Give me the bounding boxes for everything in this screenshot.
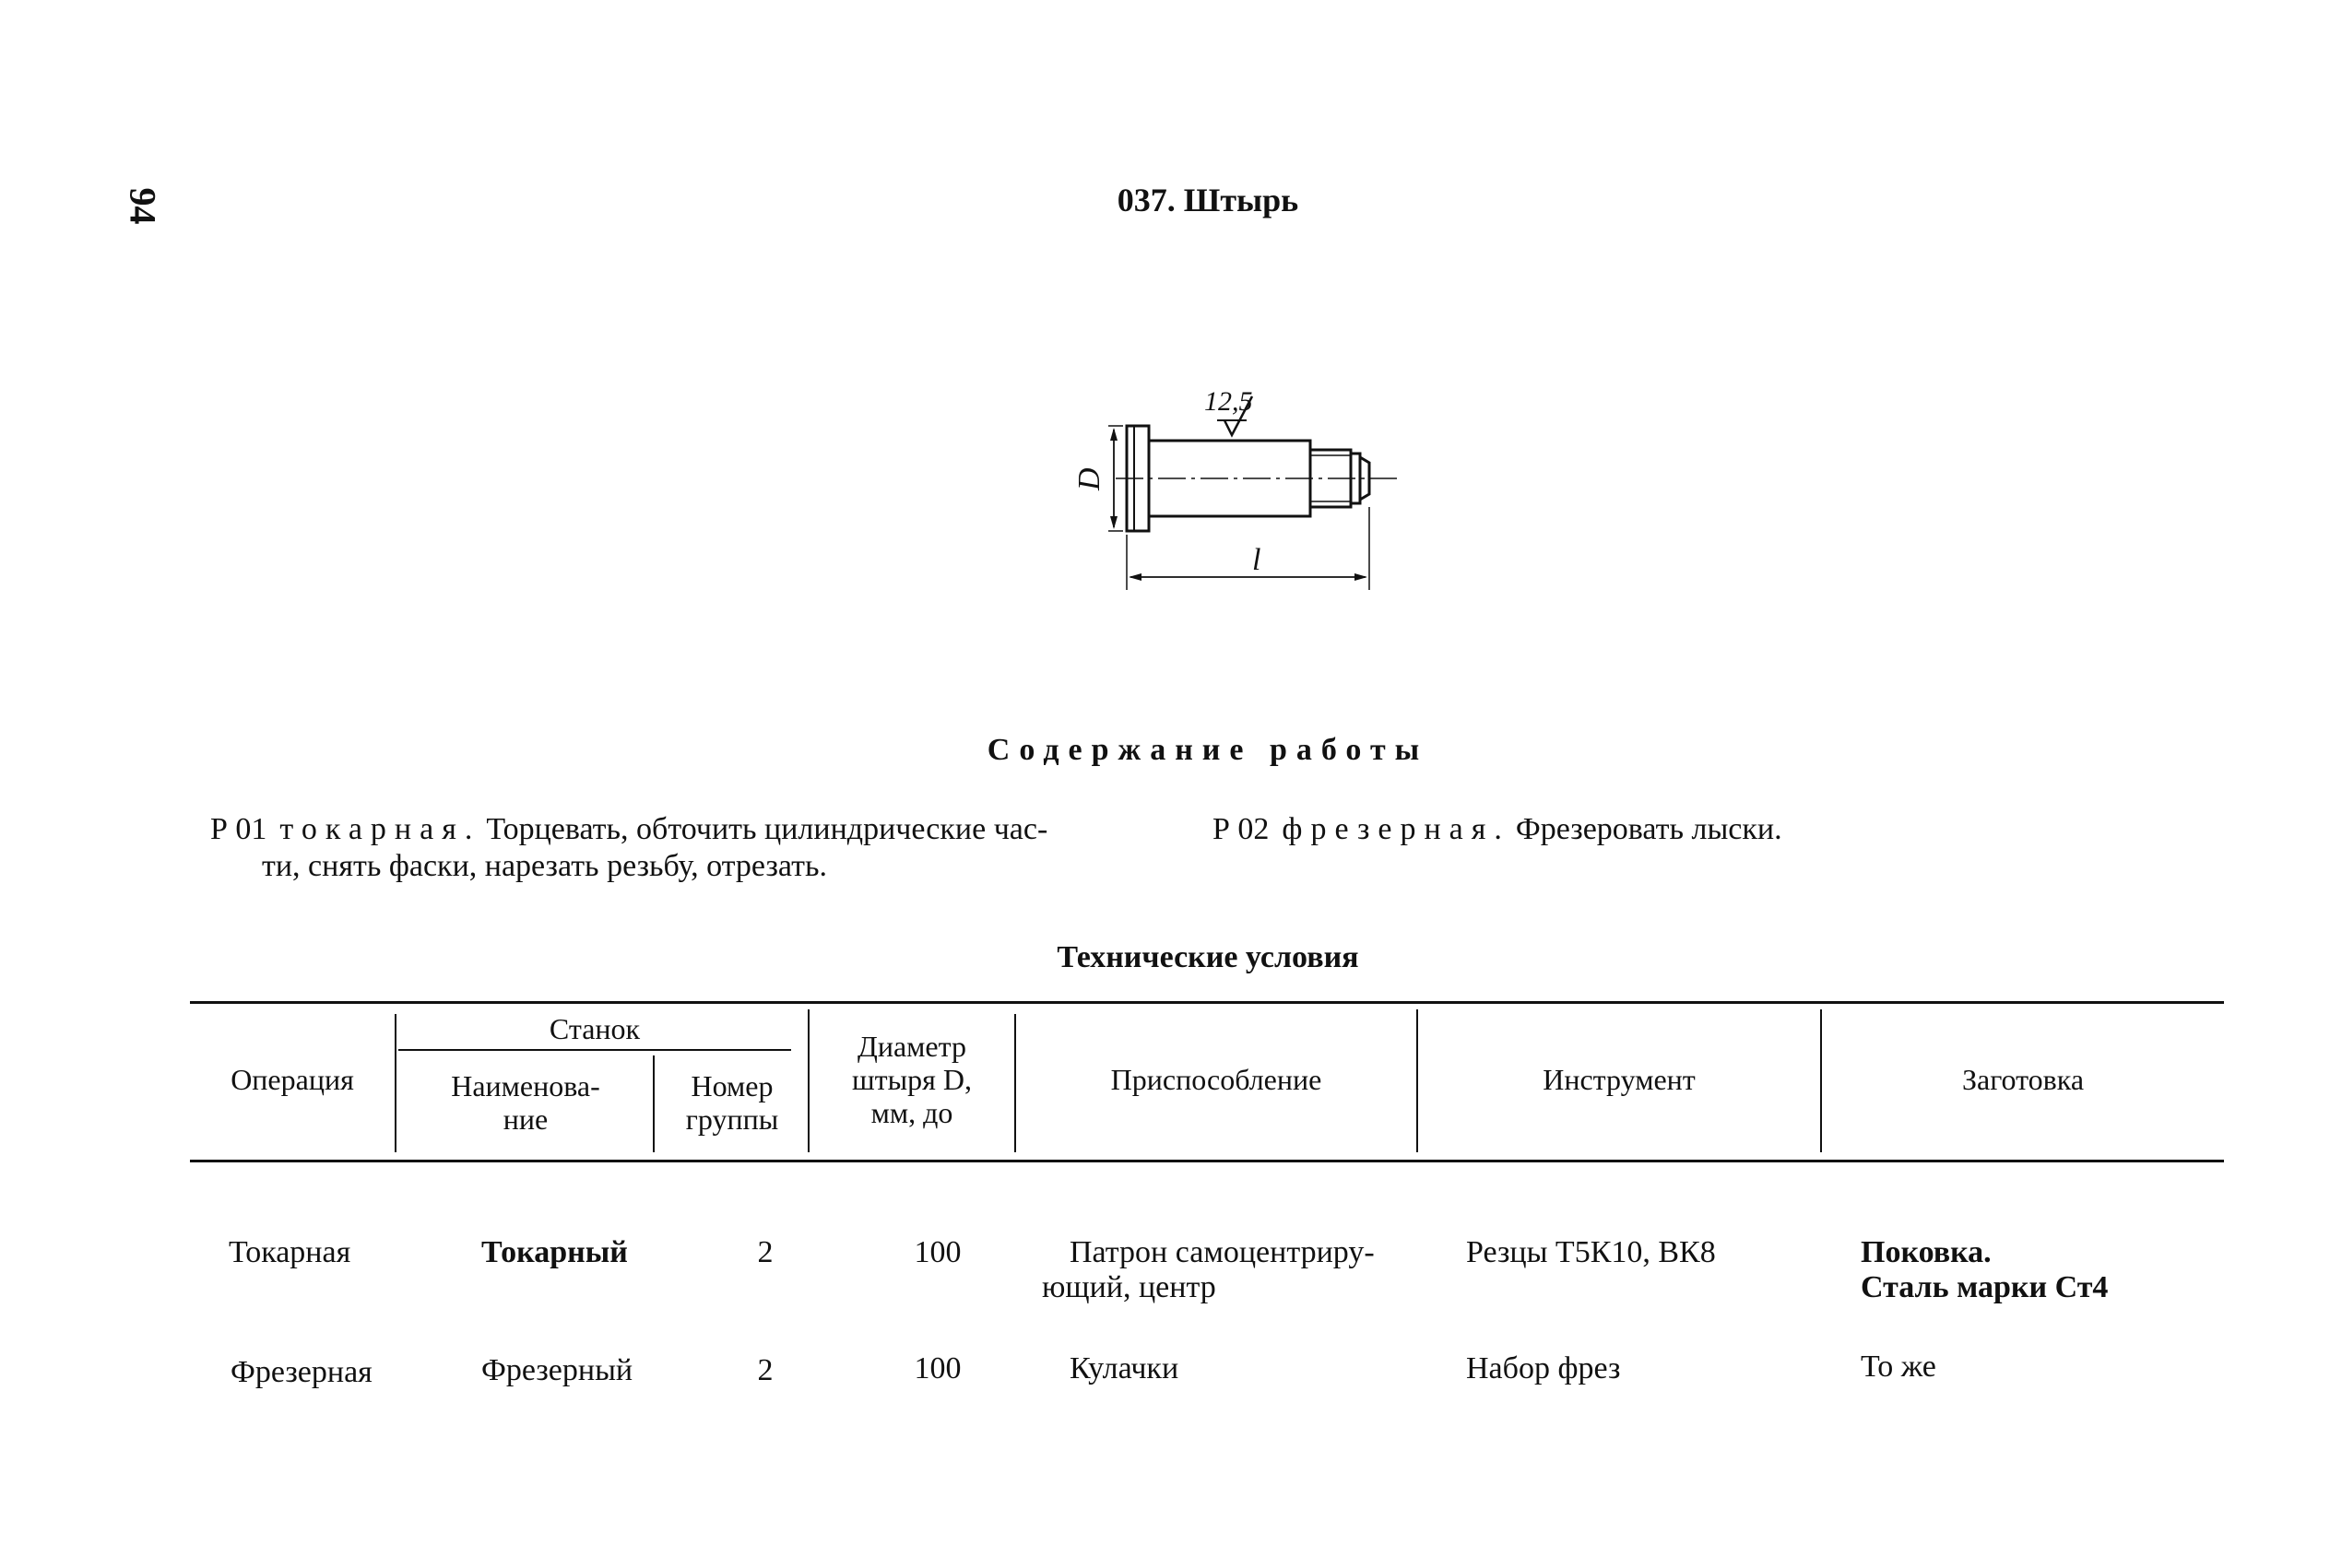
cell-operation: Токарная: [229, 1235, 351, 1269]
cell-diameter: 100: [914, 1351, 962, 1385]
operation-text: Торцевать, обточить цилиндрические час-: [486, 812, 1048, 846]
table-divider: [1014, 1014, 1016, 1152]
operation-text: Фрезеровать лыски.: [1515, 812, 1782, 846]
header-operation: Операция: [231, 1063, 354, 1096]
table-header-bottom-rule: [190, 1160, 2224, 1162]
cell-line: Сталь марки Ст4: [1861, 1270, 2109, 1304]
cell-blank: Поковка. Сталь марки Ст4: [1861, 1235, 2108, 1305]
table-divider: [653, 1055, 655, 1152]
header-fixture: Приспособление: [1110, 1063, 1322, 1096]
header-machine-name: Наименова- ние: [398, 1069, 653, 1136]
operation-p01: Р 01 токарная.Торцевать, обточить цилиндр…: [210, 811, 1206, 885]
cell-tool: Набор фрез: [1466, 1351, 1621, 1385]
cell-fixture: Патрон самоцентриру- ющий, центр: [1042, 1235, 1429, 1305]
operation-text-continued: ти, снять фаски, нарезать резьбу, отреза…: [262, 849, 827, 883]
cell-blank: То же: [1861, 1350, 1936, 1384]
cell-tool: Резцы Т5К10, ВК8: [1466, 1235, 1716, 1269]
header-tool: Инструмент: [1543, 1063, 1696, 1096]
table-divider: [398, 1049, 791, 1051]
header-line: ние: [503, 1102, 549, 1136]
work-content-heading: Содержание работы: [987, 733, 1429, 767]
table-divider: [1820, 1009, 1822, 1152]
header-blank: Заготовка: [1961, 1063, 2085, 1096]
table-top-rule: [190, 1001, 2224, 1004]
cell-operation: Фрезерная: [231, 1355, 373, 1389]
cell-fixture: Кулачки: [1070, 1351, 1179, 1385]
operation-code: Р 01: [210, 812, 267, 846]
table-divider: [808, 1009, 810, 1152]
operation-p02: Р 02 фрезерная.Фрезеровать лыски.: [1212, 811, 2227, 848]
table-divider: [395, 1014, 396, 1152]
operation-name: токарная.: [279, 812, 481, 846]
operation-name: фрезерная.: [1282, 812, 1510, 846]
cell-machine-name: Токарный: [481, 1235, 628, 1269]
cell-diameter: 100: [914, 1235, 962, 1269]
header-line: штыря D,: [852, 1063, 972, 1096]
cell-line: Патрон самоцентриру-: [1070, 1235, 1375, 1269]
header-line: Наименова-: [451, 1069, 600, 1102]
header-line: группы: [685, 1102, 779, 1136]
diameter-label: D: [1072, 467, 1106, 491]
cell-machine-name: Фрезерный: [481, 1353, 633, 1387]
header-machine-group: Номер группы: [656, 1069, 808, 1136]
pin-drawing: 12,5 D l: [1072, 386, 1397, 590]
header-line: мм, до: [870, 1096, 953, 1129]
header-line: Номер: [691, 1069, 774, 1102]
header-line: Диаметр: [858, 1030, 966, 1063]
cell-group: 2: [757, 1235, 774, 1269]
table-divider: [1416, 1009, 1418, 1152]
tech-conditions-heading: Технические условия: [1057, 940, 1359, 974]
length-label: l: [1252, 543, 1260, 577]
header-diameter: Диаметр штыря D, мм, до: [810, 1030, 1014, 1129]
document-title: 037. Штырь: [1117, 182, 1299, 218]
cell-group: 2: [757, 1353, 774, 1387]
cell-line: ющий, центр: [1042, 1270, 1216, 1304]
operation-code: Р 02: [1212, 812, 1270, 846]
header-machine: Станок: [549, 1012, 641, 1045]
cell-line: Поковка.: [1861, 1235, 1992, 1269]
roughness-label: 12,5: [1204, 386, 1253, 417]
